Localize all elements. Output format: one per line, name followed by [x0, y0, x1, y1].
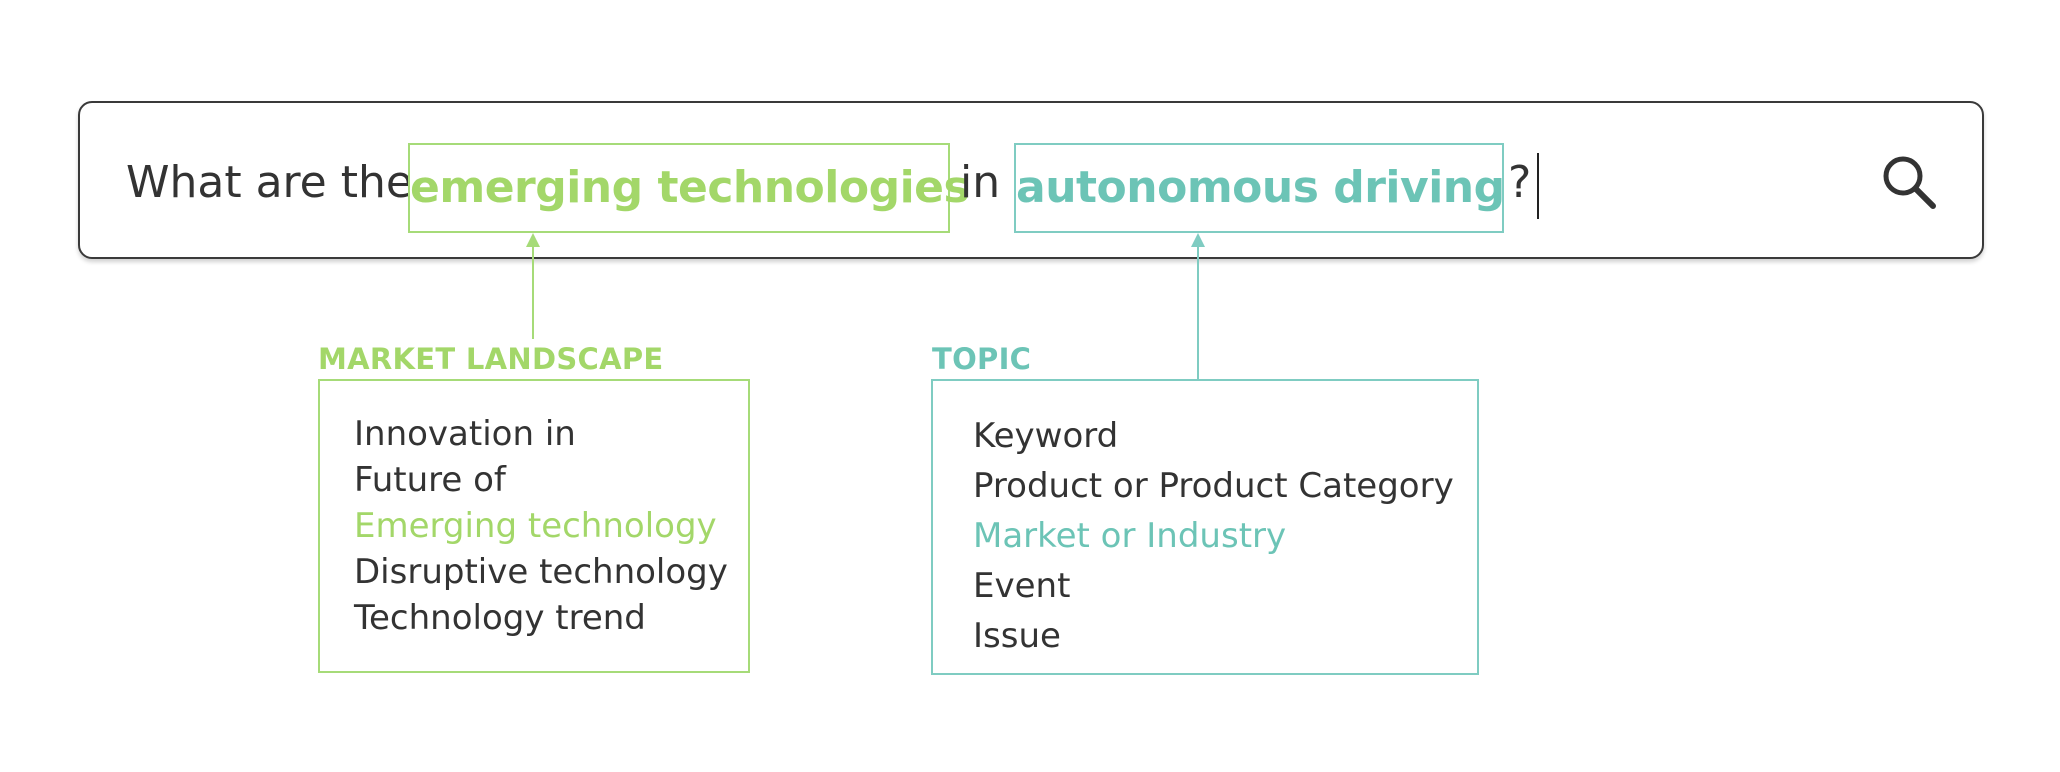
topic-item[interactable]: Keyword — [973, 416, 1119, 456]
query-suffix-text: ? — [1508, 157, 1532, 208]
market-landscape-item[interactable]: Future of — [354, 460, 506, 500]
entity-chip-emerging-technologies[interactable]: emerging technologies — [408, 143, 970, 233]
market-landscape-item[interactable]: Disruptive technology — [354, 552, 728, 592]
topic-item-selected[interactable]: Market or Industry — [973, 516, 1287, 556]
text-cursor — [1537, 153, 1539, 219]
topic-item[interactable]: Issue — [973, 616, 1061, 656]
topic-item[interactable]: Product or Product Category — [973, 466, 1454, 506]
market-landscape-item[interactable]: Technology trend — [354, 598, 646, 638]
market-landscape-item[interactable]: Innovation in — [354, 414, 576, 454]
query-middle-text: in — [960, 157, 1001, 208]
topic-heading: TOPIC — [932, 342, 1032, 376]
topic-item[interactable]: Event — [973, 566, 1071, 606]
topic-box: Keyword Product or Product Category Mark… — [931, 379, 1479, 675]
entity-chip-autonomous-driving[interactable]: autonomous driving — [1014, 143, 1505, 233]
market-landscape-heading: MARKET LANDSCAPE — [318, 342, 664, 376]
query-prefix-text: What are the — [126, 157, 413, 208]
market-landscape-item-selected[interactable]: Emerging technology — [354, 506, 717, 546]
search-bar[interactable]: What are the emerging technologies in au… — [78, 101, 1984, 259]
market-landscape-box: Innovation in Future of Emerging technol… — [318, 379, 750, 673]
search-icon[interactable] — [1881, 154, 1937, 210]
